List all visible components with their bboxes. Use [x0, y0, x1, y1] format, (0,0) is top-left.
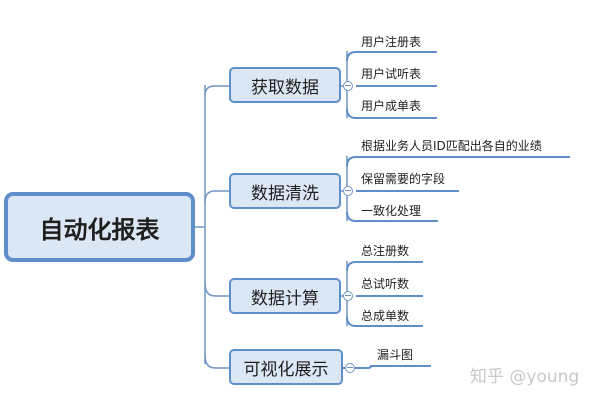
collapse-icon-branch-1[interactable]	[343, 81, 353, 91]
leaf-2-1[interactable]: 根据业务人员ID匹配出各自的业绩	[361, 139, 542, 153]
leaf-underline-3-1	[346, 261, 423, 272]
connector-branch-3	[204, 282, 229, 297]
branch-label-1: 获取数据	[251, 77, 319, 98]
leaf-2-3[interactable]: 一致化处理	[361, 204, 422, 218]
branch-label-3: 数据计算	[251, 288, 319, 309]
branch-label-2: 数据清洗	[251, 183, 319, 204]
leaf-3-2[interactable]: 总试听数	[361, 277, 410, 291]
branch-node-2[interactable]: 数据清洗	[229, 173, 341, 209]
leaf-1-1[interactable]: 用户注册表	[361, 35, 422, 49]
connector-branch-1	[204, 85, 229, 96]
root-label: 自动化报表	[39, 215, 160, 244]
collapse-icon-branch-2[interactable]	[343, 186, 353, 196]
branch-node-1[interactable]: 获取数据	[229, 67, 341, 103]
leaf-underline-2-3	[346, 211, 438, 222]
leaf-3-1[interactable]: 总注册数	[361, 244, 410, 258]
leaf-underline-2-1	[346, 156, 570, 167]
leaf-1-2[interactable]: 用户试听表	[361, 67, 422, 81]
leaf-4-1[interactable]: 漏斗图	[377, 348, 414, 362]
leaf-2-2[interactable]: 保留需要的字段	[361, 172, 446, 186]
branch-node-4[interactable]: 可视化展示	[229, 349, 343, 385]
leaf-underline-1-3	[346, 108, 437, 119]
watermark: 知乎 @young	[470, 367, 580, 387]
connector-branch-2	[204, 190, 229, 203]
leaf-3-3[interactable]: 总成单数	[361, 309, 410, 323]
leaf-1-3[interactable]: 用户成单表	[361, 99, 422, 113]
collapse-icon-branch-3[interactable]	[343, 291, 353, 301]
branch-node-3[interactable]: 数据计算	[229, 278, 341, 314]
leaf-underline-1-1	[346, 51, 437, 62]
collapse-icon-branch-4[interactable]	[345, 363, 355, 373]
connector-branch-4	[204, 354, 229, 369]
leaf-underline-4-1	[343, 365, 431, 369]
root-node[interactable]: 自动化报表	[4, 192, 195, 262]
leaf-underline-3-3	[346, 316, 423, 327]
branch-label-4: 可视化展示	[243, 359, 329, 380]
